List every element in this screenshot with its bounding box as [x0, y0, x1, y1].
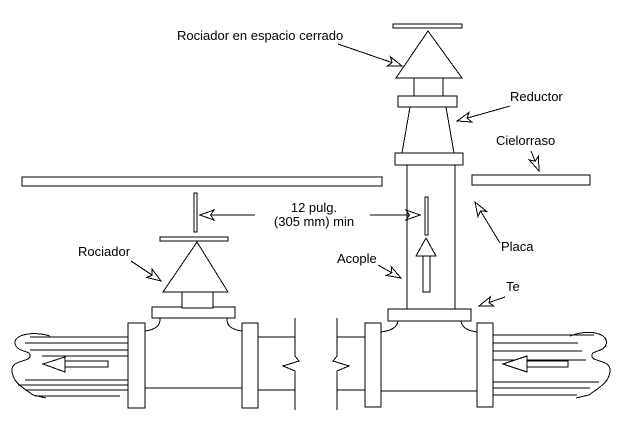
leader-enclosed-sprinkler [337, 43, 402, 66]
leader-ceiling [531, 150, 539, 171]
sprinkler-assembly-right [392, 23, 464, 309]
pipe-break-symbol-left [281, 318, 300, 410]
pipe-end-break-left [11, 333, 51, 399]
leader-sprinkler [130, 260, 161, 281]
tee-right [364, 308, 494, 408]
leader-reducer [457, 105, 511, 121]
leader-coupling [377, 264, 401, 278]
measurement-tick-right [424, 196, 429, 236]
label-tee: Te [506, 279, 520, 294]
label-enclosed-sprinkler: Rociador en espacio cerrado [177, 28, 344, 43]
flow-arrow-left [41, 356, 109, 373]
pipe-stub-left [258, 336, 295, 391]
pipe-break-symbol-right [332, 318, 351, 410]
flow-arrow-up [415, 236, 437, 293]
ceiling-bar-left [21, 176, 383, 187]
label-measurement: 12 pulg. (305 mm) min [250, 201, 378, 229]
reducer-fitting [394, 95, 464, 166]
label-reducer: Reductor [510, 89, 563, 104]
sprinkler-head-right [392, 23, 463, 97]
leader-plate [475, 202, 501, 244]
branch-pipe-right [493, 331, 611, 399]
leader-arrows [130, 43, 539, 306]
branch-pipe-left [11, 333, 128, 399]
pipe-stub-right [337, 336, 365, 391]
measurement-value-line2: (305 mm) min [273, 214, 355, 229]
pipe-end-break-right [569, 331, 611, 399]
leader-tee [479, 297, 506, 306]
label-sprinkler: Rociador [78, 244, 131, 259]
label-coupling: Acople [337, 251, 377, 266]
label-plate: Placa [501, 239, 534, 254]
label-ceiling: Cielorraso [496, 133, 556, 148]
tee-left [127, 306, 259, 409]
measurement-tick-left [193, 192, 198, 233]
sprinkler-left [159, 192, 229, 309]
measurement-value-line1: 12 pulg. [290, 200, 338, 215]
ceiling-bar-right [471, 174, 591, 186]
flow-arrow-right [501, 355, 569, 373]
